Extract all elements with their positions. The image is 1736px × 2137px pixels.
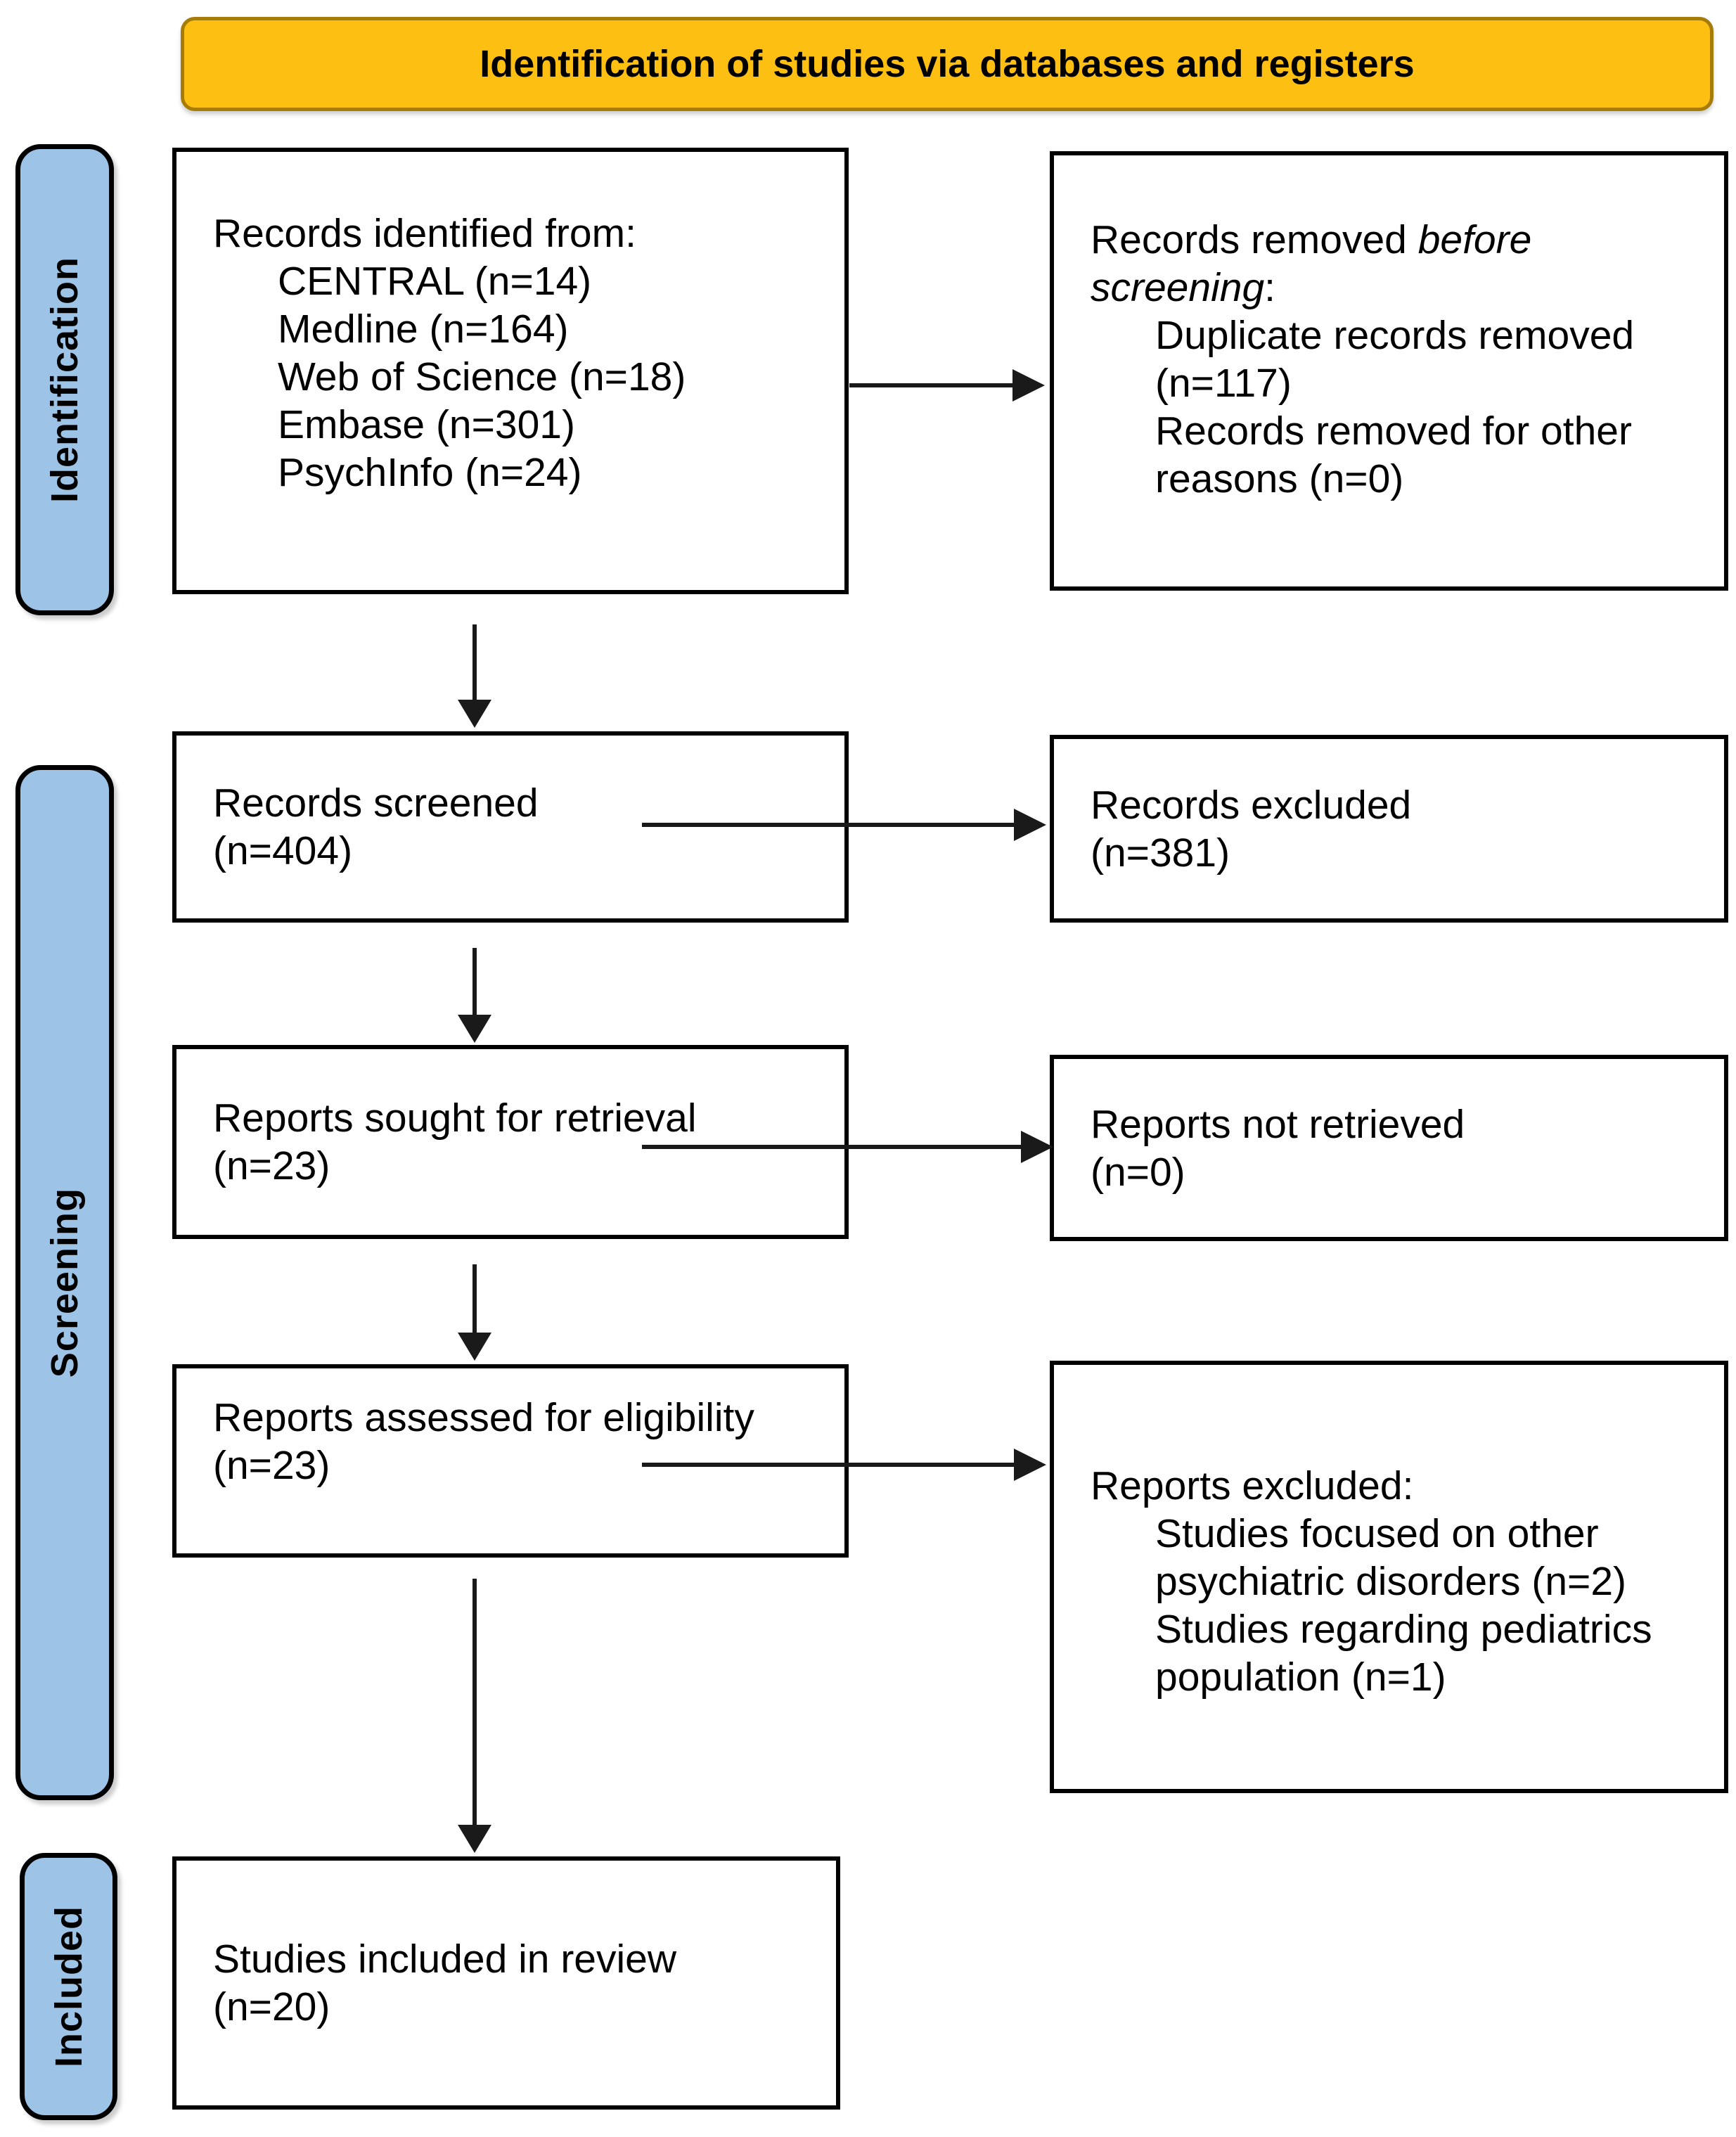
text-segment: Studies regarding pediatrics	[1155, 1607, 1652, 1652]
arrow-assessed-to-excluded-icon	[642, 1463, 1014, 1467]
box-line: (n=404)	[213, 827, 832, 875]
arrow-sought-to-not-retrieved-icon	[642, 1145, 1021, 1149]
box-line: Records identified from:	[213, 210, 832, 257]
text-segment: reasons (n=0)	[1155, 456, 1404, 501]
box-line: screening:	[1091, 264, 1711, 312]
box-line: (n=20)	[213, 1983, 823, 2031]
box-records-identified: Records identified from:CENTRAL (n=14)Me…	[172, 148, 849, 594]
box-studies-included-in-review: Studies included in review(n=20)	[172, 1856, 840, 2110]
box-records-screened: Records screened(n=404)	[172, 731, 849, 923]
box-line: Reports assessed for eligibility	[213, 1394, 832, 1442]
box-line: (n=23)	[213, 1442, 832, 1489]
box-line: CENTRAL (n=14)	[213, 257, 832, 305]
box-line: Records removed for other	[1091, 407, 1711, 455]
arrow-screened-to-excluded-icon	[642, 823, 1014, 827]
box-line: Records excluded	[1091, 781, 1711, 829]
text-segment: Studies included in review	[213, 1937, 677, 1982]
box-reports-assessed-for-eligibility: Reports assessed for eligibility(n=23)	[172, 1364, 849, 1558]
box-line: population (n=1)	[1091, 1653, 1711, 1701]
box-line: Studies regarding pediatrics	[1091, 1605, 1711, 1653]
arrow-assessed-to-included-icon	[472, 1579, 477, 1825]
text-segment: Web of Science (n=18)	[278, 354, 686, 399]
stage-label-screening: Screening	[15, 765, 114, 1800]
text-segment: Medline (n=164)	[278, 307, 569, 352]
text-segment: (n=23)	[213, 1143, 330, 1188]
text-segment: (n=20)	[213, 1984, 330, 2029]
text-segment: Records removed for other	[1155, 409, 1632, 454]
arrow-identified-to-screened-icon	[472, 624, 477, 700]
arrow-identified-to-removed-icon	[849, 383, 1012, 387]
box-line: Studies focused on other	[1091, 1510, 1711, 1558]
box-line: Embase (n=301)	[213, 401, 832, 449]
box-line: Reports excluded:	[1091, 1462, 1711, 1510]
box-records-excluded: Records excluded(n=381)	[1050, 735, 1728, 923]
box-reports-not-retrieved: Reports not retrieved(n=0)	[1050, 1055, 1728, 1241]
text-segment: (n=381)	[1091, 830, 1230, 875]
box-line: PsychInfo (n=24)	[213, 449, 832, 496]
arrow-screened-to-sought-icon	[472, 948, 477, 1015]
box-line: (n=23)	[213, 1142, 832, 1190]
diagram-title: Identification of studies via databases …	[480, 43, 1415, 85]
box-line: Duplicate records removed	[1091, 312, 1711, 359]
box-line: Medline (n=164)	[213, 305, 832, 353]
box-line: Records removed before	[1091, 216, 1711, 264]
text-segment: Reports sought for retrieval	[213, 1096, 697, 1141]
text-segment: Reports not retrieved	[1091, 1101, 1465, 1147]
text-segment: Duplicate records removed	[1155, 313, 1635, 358]
box-line: reasons (n=0)	[1091, 455, 1711, 503]
text-segment: (n=23)	[213, 1443, 330, 1488]
text-segment: CENTRAL (n=14)	[278, 259, 592, 304]
text-segment: (n=0)	[1091, 1149, 1185, 1195]
text-segment: Records identified from:	[213, 211, 636, 256]
text-segment: (n=117)	[1155, 361, 1292, 406]
text-segment: population (n=1)	[1155, 1655, 1446, 1700]
box-line: Reports not retrieved	[1091, 1100, 1711, 1148]
box-line: Records screened	[213, 779, 832, 827]
text-segment: (n=404)	[213, 828, 353, 873]
stage-label-identification: Identification	[15, 144, 114, 615]
box-line: Studies included in review	[213, 1935, 823, 1983]
box-line: (n=381)	[1091, 829, 1711, 877]
text-segment: Records removed	[1091, 217, 1418, 262]
arrow-sought-to-assessed-icon	[472, 1264, 477, 1333]
box-line: (n=0)	[1091, 1148, 1711, 1196]
box-line: (n=117)	[1091, 359, 1711, 407]
box-reports-excluded: Reports excluded:Studies focused on othe…	[1050, 1361, 1728, 1793]
text-segment: Embase (n=301)	[278, 402, 575, 447]
text-segment: Records excluded	[1091, 782, 1412, 828]
text-segment: Reports excluded:	[1091, 1463, 1414, 1508]
text-segment: Studies focused on other	[1155, 1511, 1599, 1556]
stage-label-screening-text: Screening	[44, 1187, 86, 1378]
box-line: Web of Science (n=18)	[213, 353, 832, 401]
text-segment: Records screened	[213, 781, 539, 826]
diagram-title-banner: Identification of studies via databases …	[181, 17, 1714, 111]
stage-label-identification-text: Identification	[44, 257, 86, 503]
box-line: Reports sought for retrieval	[213, 1094, 832, 1142]
stage-label-included: Included	[20, 1853, 117, 2120]
text-segment: PsychInfo (n=24)	[278, 450, 582, 495]
box-reports-sought-for-retrieval: Reports sought for retrieval(n=23)	[172, 1045, 849, 1239]
text-segment: :	[1264, 265, 1275, 310]
stage-label-included-text: Included	[47, 1905, 90, 2067]
text-segment: screening	[1091, 265, 1265, 310]
text-segment: Reports assessed for eligibility	[213, 1395, 754, 1440]
text-segment: psychiatric disorders (n=2)	[1155, 1559, 1627, 1604]
text-segment: before	[1417, 217, 1532, 262]
box-line: psychiatric disorders (n=2)	[1091, 1558, 1711, 1605]
